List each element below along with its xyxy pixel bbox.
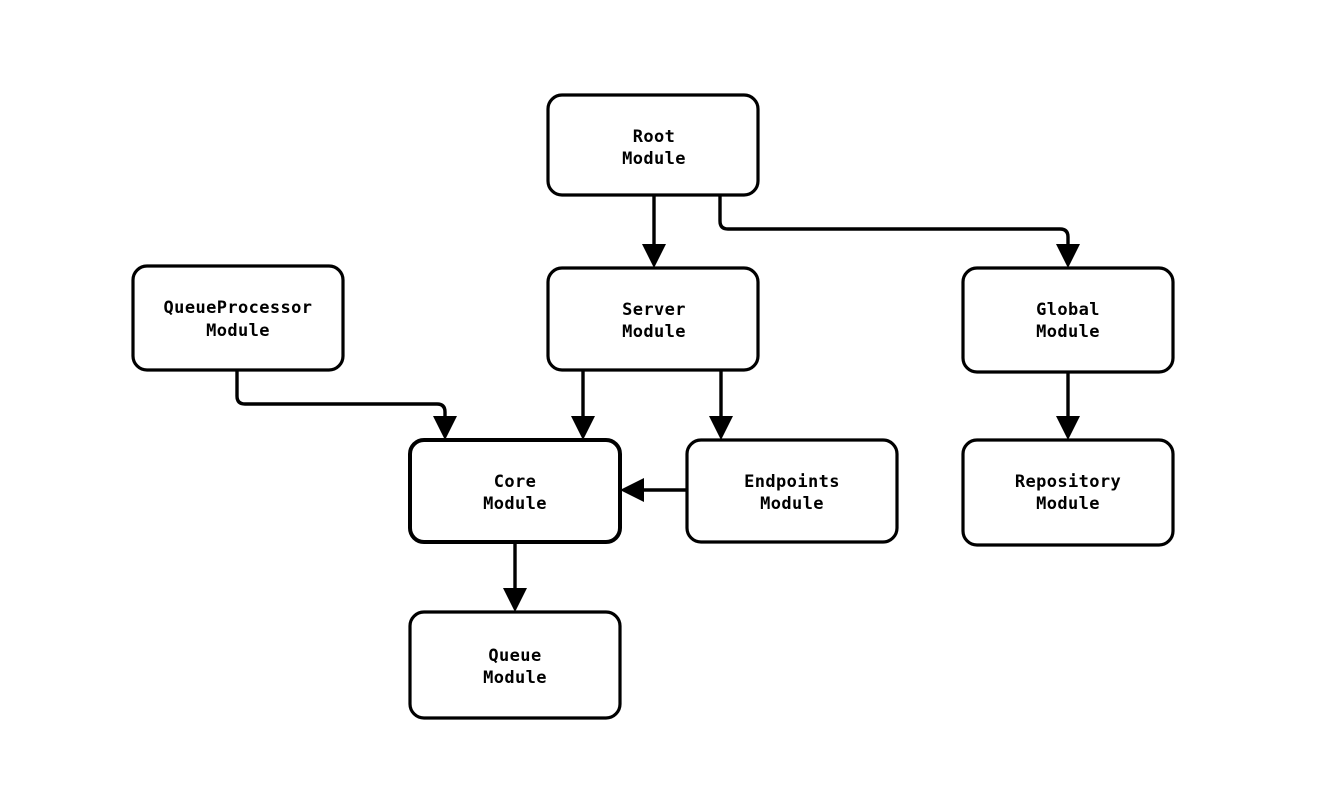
node-shape[interactable] (546, 266, 760, 372)
node-shape[interactable] (961, 438, 1175, 547)
arrow-head-icon (642, 244, 666, 268)
node-endpoints-module[interactable]: Endpoints Module (685, 438, 899, 544)
node-label-line1: Core (494, 472, 537, 492)
edge-queueprocessor-to-core (235, 370, 457, 440)
arrow-head-icon (1056, 244, 1080, 268)
node-label-line1: Repository (1015, 472, 1121, 492)
node-shape[interactable] (131, 264, 345, 372)
node-shape[interactable] (961, 266, 1175, 374)
node-label-line2: Module (1036, 322, 1100, 342)
node-label-line2: Module (206, 321, 270, 341)
node-root-module[interactable]: Root Module (546, 93, 760, 197)
node-core-module[interactable]: Core Module (408, 438, 622, 544)
node-label-line2: Module (622, 322, 686, 342)
arrow-head-icon (571, 416, 595, 440)
edge-server-to-core (571, 370, 595, 440)
edge-root-to-server (642, 195, 666, 268)
edge-global-to-repository (1056, 372, 1080, 440)
node-label-line1: Server (622, 300, 686, 320)
node-label-line2: Module (760, 494, 824, 514)
edge-server-to-endpoints (709, 370, 733, 440)
edge-core-to-queue (503, 542, 527, 612)
edge-root-to-global (718, 195, 1080, 268)
arrow-head-icon (709, 416, 733, 440)
node-label-line2: Module (622, 149, 686, 169)
node-shape[interactable] (408, 610, 622, 720)
node-queueprocessor-module[interactable]: QueueProcessor Module (131, 264, 345, 372)
node-shape[interactable] (408, 438, 622, 544)
arrow-head-icon (620, 478, 644, 502)
node-label-line2: Module (483, 494, 547, 514)
arrow-head-icon (503, 588, 527, 612)
node-label-line2: Module (483, 668, 547, 688)
node-global-module[interactable]: Global Module (961, 266, 1175, 374)
node-shape[interactable] (685, 438, 899, 544)
edge-line (718, 195, 1070, 252)
node-label-line2: Module (1036, 494, 1100, 514)
node-queue-module[interactable]: Queue Module (408, 610, 622, 720)
arrow-head-icon (1056, 416, 1080, 440)
edge-endpoints-to-core (620, 478, 687, 502)
node-label-line1: Endpoints (744, 472, 840, 492)
node-repository-module[interactable]: Repository Module (961, 438, 1175, 547)
arrow-head-icon (433, 416, 457, 440)
node-label-line1: QueueProcessor (164, 298, 313, 318)
edge-line (235, 370, 447, 424)
node-label-line1: Global (1036, 300, 1100, 320)
node-shape[interactable] (546, 93, 760, 197)
node-label-line1: Root (633, 127, 676, 147)
node-label-line1: Queue (488, 646, 541, 666)
node-server-module[interactable]: Server Module (546, 266, 760, 372)
